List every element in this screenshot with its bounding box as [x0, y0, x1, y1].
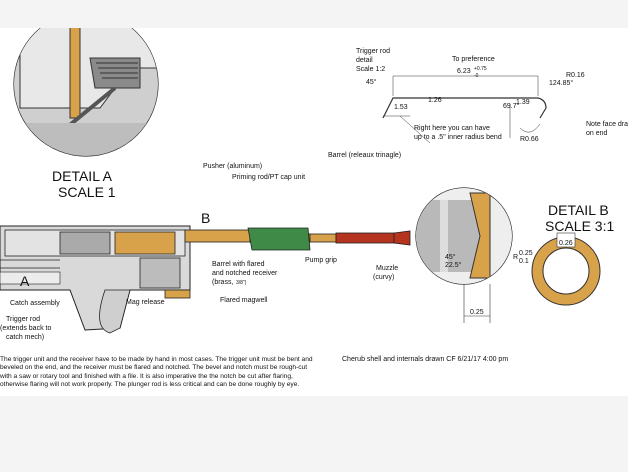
dim-126: 1.26 — [428, 97, 442, 104]
dim-length: 6.23 — [457, 68, 471, 75]
detail-b-r2: 0.1 — [519, 258, 529, 265]
detail-a-title: DETAIL A — [52, 168, 112, 184]
detail-a-view — [13, 28, 159, 157]
dim-r066: R0.66 — [520, 136, 539, 143]
to-preference-label: To preference — [452, 56, 495, 63]
dim-tolerance-minus: -0 — [474, 73, 479, 79]
trigger-rod-drawing — [382, 75, 547, 144]
dim-139: 1.39 — [516, 99, 530, 106]
dim-153: 1.53 — [394, 104, 408, 111]
label-barrel: Barrel (releaux trinagle) — [328, 152, 402, 159]
label-trigger-rod-3: catch mech) — [6, 334, 45, 341]
label-catch-assembly: Catch assembly — [10, 300, 60, 307]
label-trigger-rod-2: (extends back to — [0, 325, 52, 332]
label-muzzle-1: Muzzle — [376, 265, 399, 272]
label-priming: Priming rod/PT cap unit — [232, 174, 306, 181]
label-pump-grip: Pump grip — [305, 257, 337, 264]
technical-drawing — [0, 28, 601, 334]
detail-b-scale: SCALE 3:1 — [545, 218, 615, 234]
label-pusher: Pusher (aluminum) — [203, 163, 263, 170]
detail-b-angle: 45° 22.5° — [445, 254, 462, 269]
detail-b-r: R — [513, 254, 519, 261]
label-barrel-frac: 3/8") — [236, 280, 247, 286]
description-text: The trigger unit and the receiver have t… — [0, 356, 313, 389]
label-a: A — [20, 273, 30, 289]
trigger-rod-title-2: detail — [356, 57, 373, 64]
detail-b-dim-bottom: 0.25 — [470, 309, 484, 316]
dim-angle-124: 124.85° — [549, 80, 574, 87]
label-mag-release: Mag release — [126, 299, 165, 306]
trigger-rod-title-1: Trigger rod — [356, 48, 390, 55]
detail-b-ring — [531, 232, 601, 306]
label-b: B — [201, 210, 211, 226]
label-barrel-flared-2: and notched receiver — [212, 270, 278, 277]
detail-b-title: DETAIL B — [548, 202, 609, 218]
detail-b-r1: 0.25 — [519, 250, 533, 257]
trigger-rod-title-3: Scale 1:2 — [356, 66, 386, 73]
detail-b-dim-top: 0.26 — [559, 240, 573, 247]
dim-45: 45° — [366, 79, 377, 86]
dim-697: 69.7° — [503, 103, 520, 110]
detail-b-view — [415, 187, 513, 323]
label-barrel-flared-3: (brass, — [212, 279, 234, 286]
credit-text: Cherub shell and internals drawn CF 6/21… — [342, 356, 509, 363]
detail-a-scale: SCALE 1 — [58, 184, 116, 200]
bend-note-1: Right here you can have — [414, 125, 490, 132]
label-flared-magwell: Flared magwell — [220, 297, 268, 304]
dim-tolerance-plus: +0.75 — [474, 66, 487, 72]
bend-note-2: up to a .5" inner radius bend — [414, 134, 502, 141]
face-note-1: Note face draft — [586, 121, 628, 128]
face-note-2: on end — [586, 130, 608, 137]
label-muzzle-2: (curvy) — [373, 274, 395, 281]
label-barrel-flared-1: Barrel with flared — [212, 261, 265, 268]
gun-body — [0, 225, 411, 334]
label-trigger-rod-1: Trigger rod — [6, 316, 40, 323]
dim-r016: R0.16 — [566, 72, 585, 79]
drawing-sheet: DETAIL A SCALE 1 DETAIL B SCALE 3:1 0.26… — [0, 28, 628, 396]
